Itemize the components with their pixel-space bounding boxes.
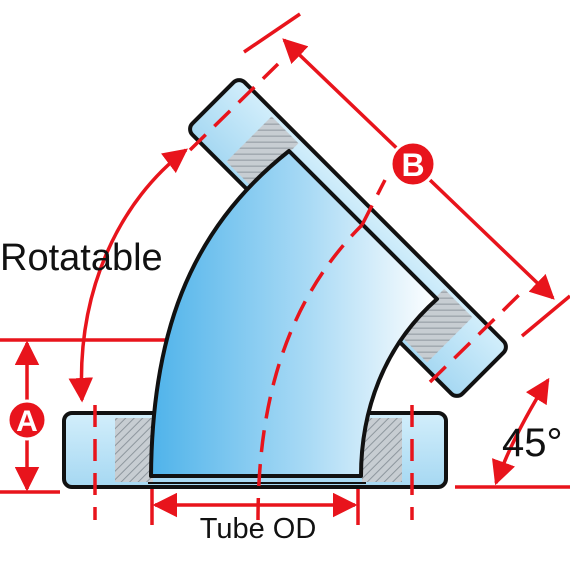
tube-od-label: Tube OD bbox=[200, 513, 317, 545]
rotatable-label: Rotatable bbox=[0, 237, 163, 279]
badge-b: B bbox=[389, 140, 437, 188]
badge-b-label: B bbox=[401, 147, 424, 183]
rotatable-arc bbox=[68, 148, 188, 403]
badge-a-label: A bbox=[16, 405, 38, 438]
badge-a: A bbox=[6, 399, 48, 441]
angle-arc bbox=[492, 377, 550, 486]
angle-label: 45° bbox=[502, 421, 563, 465]
